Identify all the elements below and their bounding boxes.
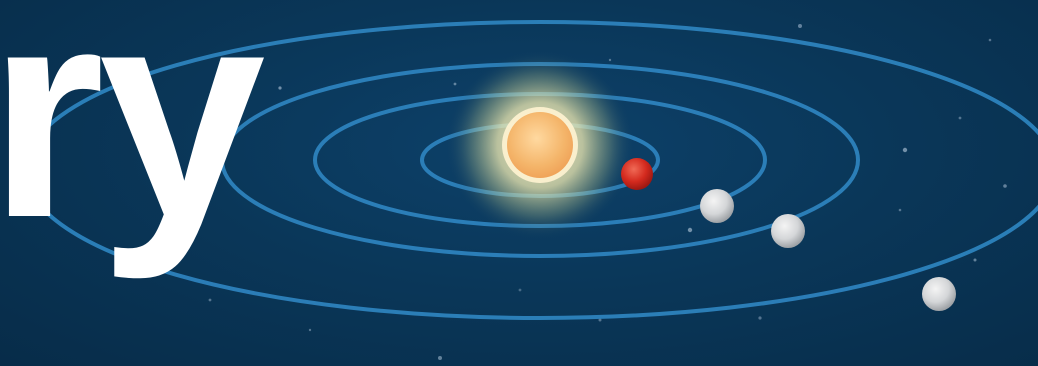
grey-planet-icon (922, 277, 956, 311)
red-planet-icon (621, 158, 653, 190)
starfield (208, 24, 1007, 360)
sun-icon (445, 50, 635, 240)
grey-planet-icon (771, 214, 805, 248)
grey-planet-icon (700, 189, 734, 223)
headline-fragment: ry (0, 0, 266, 280)
orbit-ring-4 (23, 20, 1038, 320)
